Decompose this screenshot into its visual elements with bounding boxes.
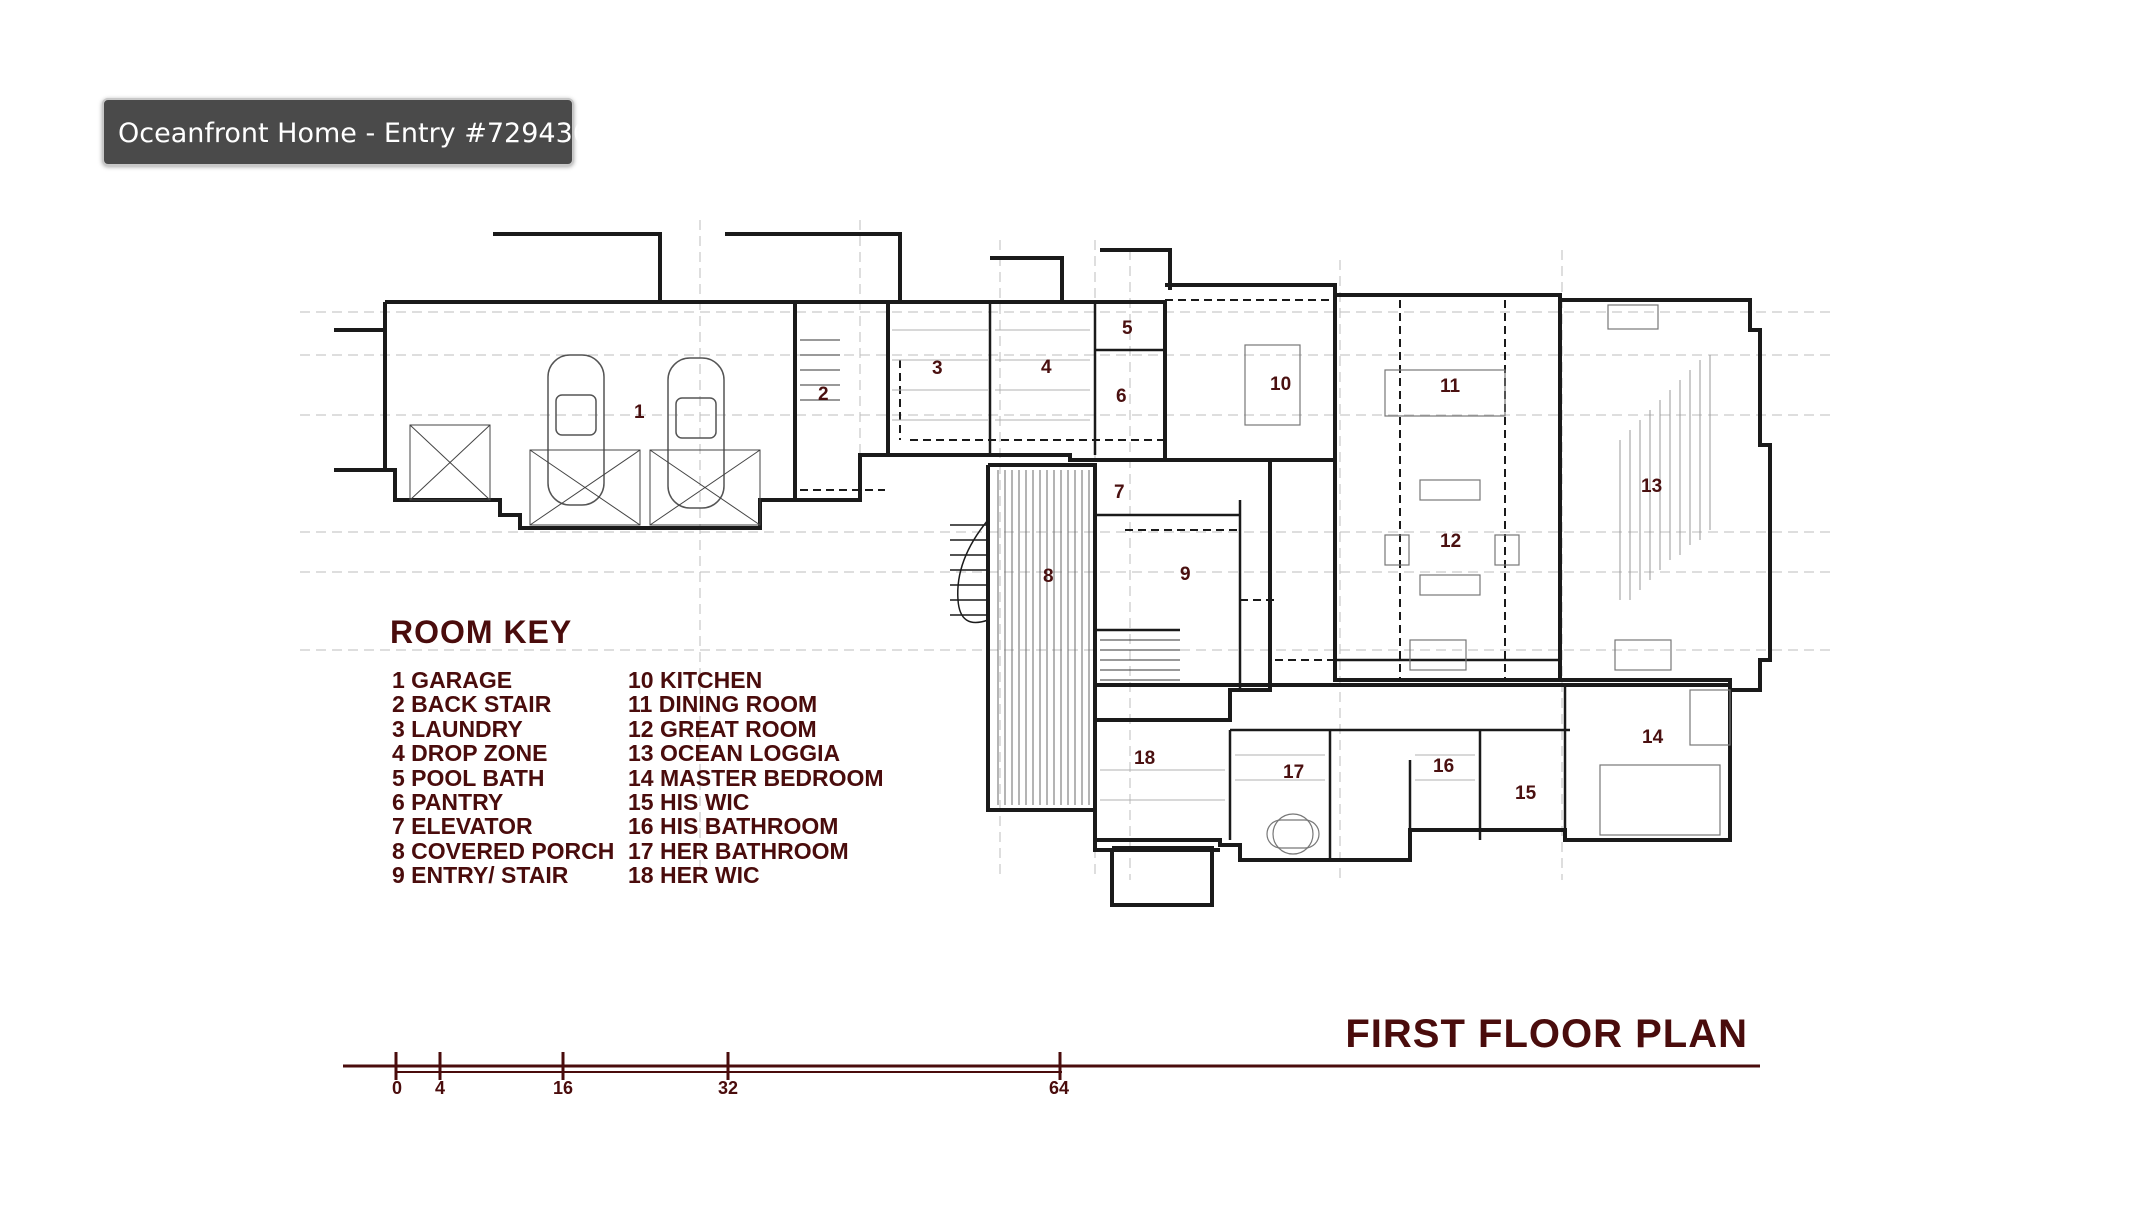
loggia-hatch bbox=[1619, 355, 1711, 600]
room-number-13: 13 bbox=[1641, 476, 1662, 497]
room-number-4: 4 bbox=[1041, 357, 1052, 378]
room-key-item: 5 POOL BATH bbox=[392, 764, 545, 791]
room-key-item: 17 HER BATHROOM bbox=[628, 837, 849, 864]
interior-walls bbox=[886, 300, 1570, 860]
room-number-16: 16 bbox=[1433, 756, 1454, 777]
room-key-item: 18 HER WIC bbox=[628, 862, 760, 889]
furniture bbox=[1244, 304, 1731, 855]
exterior-walls bbox=[334, 232, 1772, 907]
room-key-column-2: 10 KITCHEN 11 DINING ROOM 12 GREAT ROOM … bbox=[628, 668, 884, 888]
room-number-12: 12 bbox=[1440, 531, 1461, 552]
plan-title: FIRST FLOOR PLAN bbox=[1345, 1012, 1748, 1056]
room-number-17: 17 bbox=[1283, 762, 1304, 783]
dashed-lines bbox=[800, 299, 1506, 690]
room-key-item: 2 BACK STAIR bbox=[392, 691, 552, 718]
scale-label-64: 64 bbox=[1048, 1078, 1070, 1098]
room-key-item: 7 ELEVATOR bbox=[392, 813, 533, 840]
room-key-item: 13 OCEAN LOGGIA bbox=[628, 740, 841, 767]
garage-doors bbox=[409, 424, 761, 526]
entry-badge: Oceanfront Home - Entry #72943656 bbox=[102, 98, 624, 166]
room-key-title: ROOM KEY bbox=[390, 614, 573, 650]
room-key-item: 10 KITCHEN bbox=[628, 667, 763, 693]
room-key-item: 14 MASTER BEDROOM bbox=[628, 764, 884, 791]
room-number-15: 15 bbox=[1515, 783, 1537, 804]
room-number-11: 11 bbox=[1440, 376, 1461, 397]
porch-steps bbox=[950, 519, 989, 624]
garage-cars bbox=[547, 354, 725, 509]
scale-label-0: 0 bbox=[391, 1078, 403, 1098]
room-number-9: 9 bbox=[1180, 564, 1191, 585]
room-number-8: 8 bbox=[1043, 566, 1054, 587]
room-key-item: 16 HIS BATHROOM bbox=[628, 813, 839, 840]
room-number-10: 10 bbox=[1270, 374, 1291, 395]
room-key-item: 9 ENTRY/ STAIR bbox=[392, 862, 569, 889]
room-numbers: 1 2 3 4 5 6 7 8 9 10 11 12 13 14 15 16 1… bbox=[634, 318, 1664, 804]
scale-label-4: 4 bbox=[434, 1078, 446, 1098]
room-number-6: 6 bbox=[1116, 386, 1127, 407]
room-key-item: 3 LAUNDRY bbox=[392, 715, 523, 742]
room-number-14: 14 bbox=[1642, 727, 1664, 748]
scale-bar bbox=[343, 1052, 1760, 1080]
room-key-column-1: 1 GARAGE 2 BACK STAIR 3 LAUNDRY 4 DROP Z… bbox=[392, 668, 614, 888]
scale-label-16: 16 bbox=[552, 1078, 574, 1098]
room-key-item: 4 DROP ZONE bbox=[392, 740, 548, 767]
room-number-2: 2 bbox=[818, 384, 829, 405]
room-key-item: 11 DINING ROOM bbox=[628, 691, 818, 718]
room-key-item: 6 PANTRY bbox=[392, 788, 504, 815]
room-key-item: 15 HIS WIC bbox=[628, 788, 750, 815]
room-number-5: 5 bbox=[1122, 318, 1133, 339]
room-number-3: 3 bbox=[932, 358, 943, 379]
porch-deck-lines bbox=[997, 470, 1090, 805]
room-number-18: 18 bbox=[1134, 748, 1155, 769]
stairs bbox=[800, 339, 1180, 681]
room-key-item: 12 GREAT ROOM bbox=[628, 715, 817, 742]
scale-label-32: 32 bbox=[717, 1078, 739, 1098]
room-key-item: 1 GARAGE bbox=[392, 667, 513, 693]
room-number-1: 1 bbox=[634, 402, 645, 423]
tile-pattern bbox=[892, 329, 1475, 801]
room-number-7: 7 bbox=[1114, 482, 1125, 503]
room-key-item: 8 COVERED PORCH bbox=[392, 837, 615, 864]
